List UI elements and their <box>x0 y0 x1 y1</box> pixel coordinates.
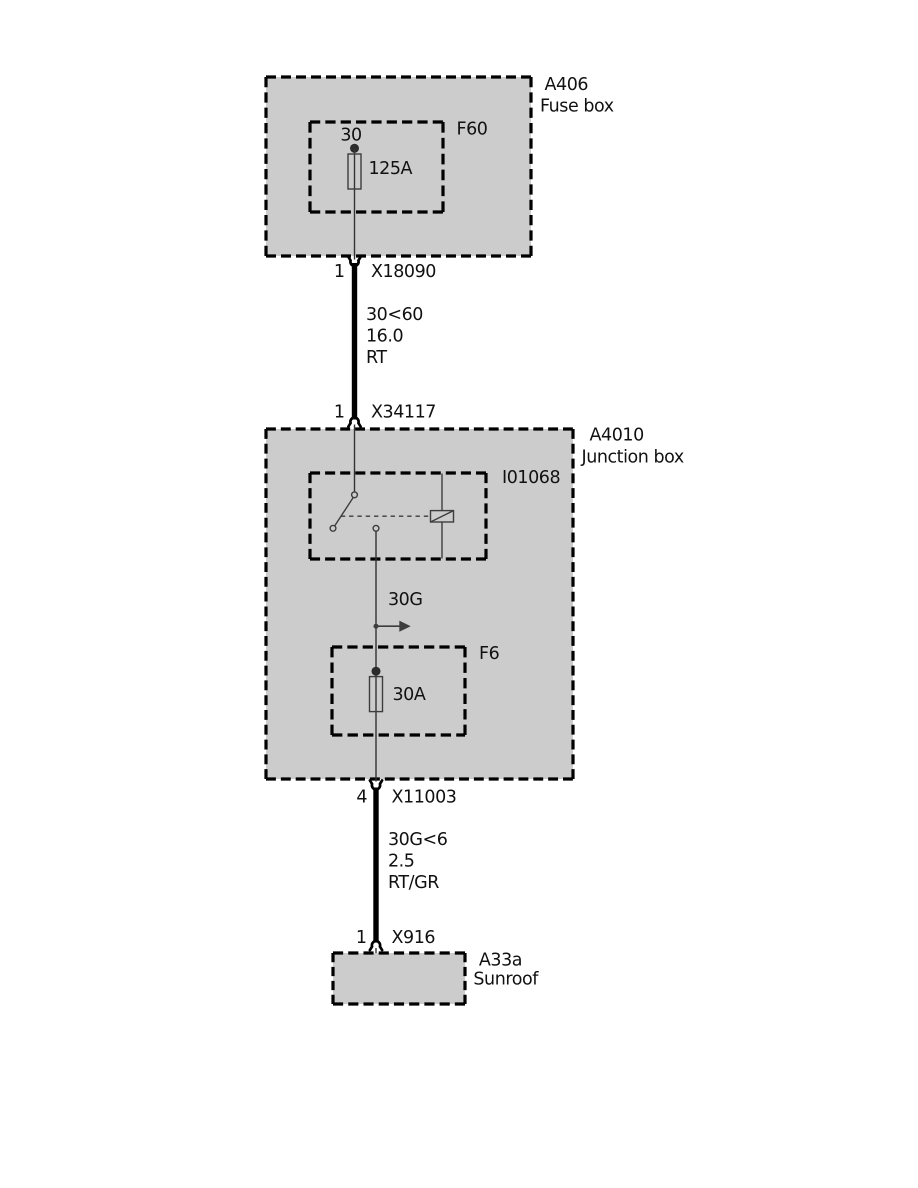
wire-1-gauge-label: 16.0 <box>366 327 403 347</box>
branch-arrow-head <box>399 620 411 632</box>
f6-code-label: F6 <box>479 644 500 664</box>
sunroof-dashed-outline <box>331 951 467 1006</box>
fuse-box-code-label: A406 <box>545 75 589 95</box>
wire-2-circuit-label: 30G<6 <box>388 830 448 850</box>
x34117-code-label: X34117 <box>371 403 436 423</box>
connector-x18090: 1 X18090 <box>334 255 436 282</box>
x18090-pin-label: 1 <box>334 262 345 282</box>
wire-segment-1: 30<60 16.0 RT <box>351 263 423 420</box>
x11003-pin-label: 4 <box>356 787 367 807</box>
component-a4010-junction-box: A4010 Junction box I01068 <box>264 424 684 782</box>
f6-fuse-symbol <box>368 675 384 713</box>
connector-x916: 1 X916 <box>356 928 436 954</box>
junction-box-code-label: A4010 <box>590 425 644 445</box>
relay-pivot-contact <box>329 524 337 532</box>
f60-code-label: F60 <box>457 120 488 140</box>
component-f6-fuse: F6 30A <box>330 644 500 737</box>
wire-2-color-label: RT/GR <box>388 873 439 893</box>
component-a33a-sunroof: A33a Sunroof <box>331 951 540 1006</box>
relay-output-contact <box>372 524 380 532</box>
f60-terminal-label: 30 <box>340 126 361 146</box>
f6-dashed-outline <box>330 645 467 737</box>
relay-switch-arm <box>334 497 354 527</box>
junction-box-fill <box>266 429 573 779</box>
wire-1-color-label: RT <box>366 348 387 368</box>
x916-code-label: X916 <box>392 928 436 948</box>
component-i01068-relay: I01068 <box>308 468 561 561</box>
component-a406-fuse-box: A406 Fuse box F60 30 125A <box>264 75 614 260</box>
f6-rating-label: 30A <box>393 685 426 705</box>
wire-2-gauge-label: 2.5 <box>388 852 414 872</box>
branch-30g: 30G <box>373 590 423 632</box>
x11003-code-label: X11003 <box>392 787 457 807</box>
f60-rating-label: 125A <box>369 159 413 179</box>
sunroof-code-label: A33a <box>479 951 522 971</box>
f60-dashed-outline <box>308 120 445 214</box>
x34117-pin-label: 1 <box>334 403 345 423</box>
junction-box-dashed-outline <box>264 427 575 781</box>
connector-x11003: 4 X11003 <box>356 779 457 807</box>
connector-x34117: 1 X34117 <box>334 403 436 428</box>
x916-pin-label: 1 <box>356 928 367 948</box>
wire-segment-2: 30G<6 2.5 RT/GR <box>373 787 448 942</box>
relay-input-contact <box>350 491 359 499</box>
component-f60-fuse: F60 30 125A <box>308 120 488 260</box>
f6-terminal-dot <box>371 666 381 676</box>
relay-coil-diagonal <box>430 509 454 523</box>
wire-1-circuit-label: 30<60 <box>366 305 423 325</box>
fuse-box-fill <box>266 77 531 256</box>
branch-30g-label: 30G <box>388 590 422 610</box>
f60-fuse-symbol <box>347 153 362 190</box>
relay-code-label: I01068 <box>502 468 560 488</box>
sunroof-box-fill <box>333 953 465 1004</box>
fuse-box-name-label: Fuse box <box>540 96 614 116</box>
junction-box-name-label: Junction box <box>581 447 684 467</box>
x18090-code-label: X18090 <box>371 262 436 282</box>
sunroof-name-label: Sunroof <box>473 970 539 990</box>
